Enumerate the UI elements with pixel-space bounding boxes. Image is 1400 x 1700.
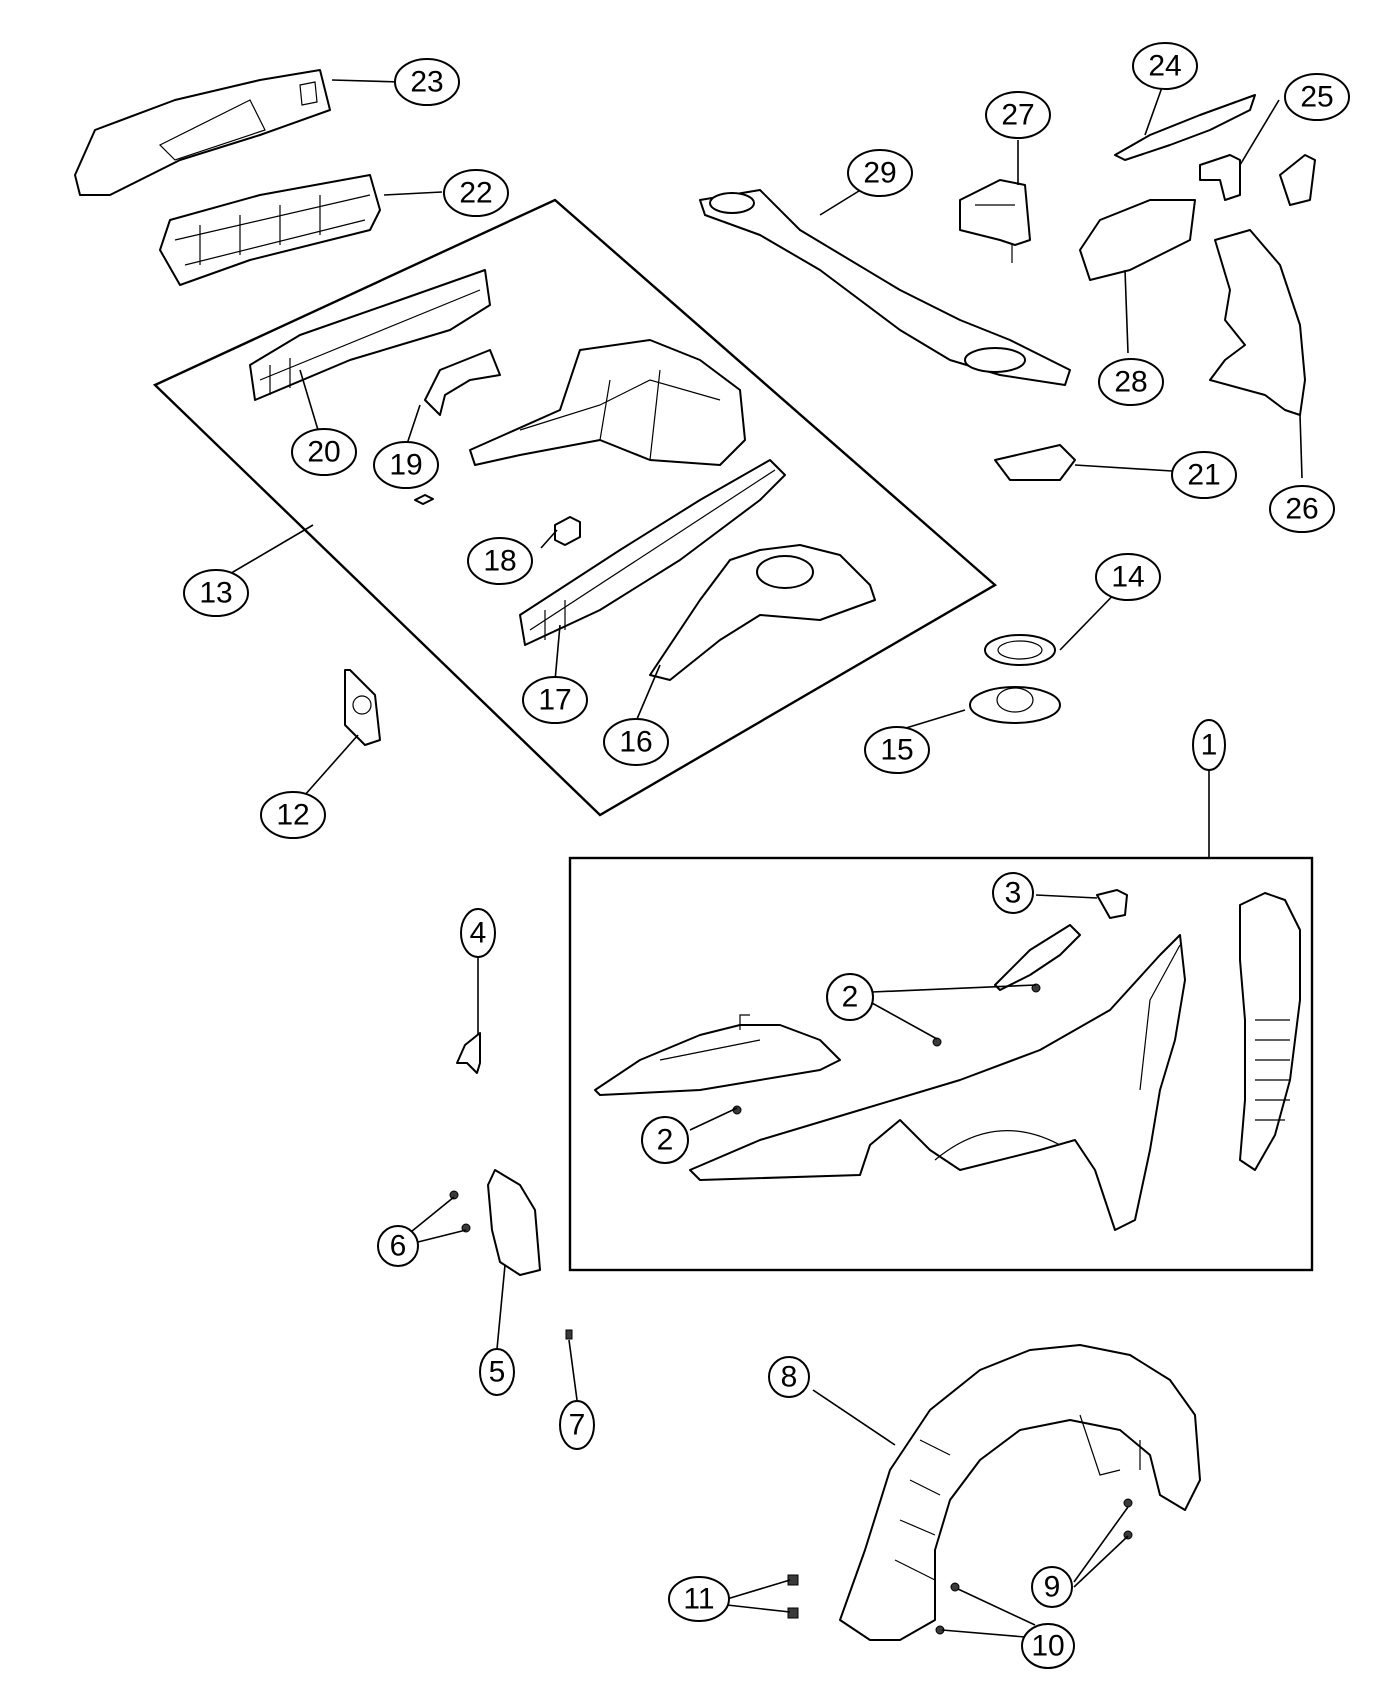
part-28-bracket (1079, 199, 1196, 281)
part-22-rail (159, 174, 381, 286)
callout-23: 23 (394, 58, 460, 106)
part-27-bracket (959, 179, 1031, 263)
callout-29: 29 (847, 149, 913, 197)
callout-6: 6 (377, 1225, 419, 1267)
callout-7: 7 (559, 1400, 595, 1450)
callout-5: 5 (479, 1348, 515, 1396)
svg-text:4: 4 (470, 917, 487, 950)
callout-19: 19 (373, 441, 439, 489)
callout-8: 8 (768, 1356, 810, 1398)
svg-text:19: 19 (389, 449, 422, 482)
part-19-bracket (414, 349, 501, 505)
svg-text:15: 15 (880, 734, 913, 767)
callout-26: 26 (1269, 485, 1335, 533)
svg-text:22: 22 (459, 177, 492, 210)
svg-text:21: 21 (1187, 459, 1220, 492)
svg-text:12: 12 (276, 799, 309, 832)
callout-2b: 2 (641, 1116, 689, 1164)
svg-text:17: 17 (538, 684, 571, 717)
callout-15: 15 (864, 726, 930, 774)
part-7-clip (565, 1329, 573, 1340)
callout-13: 13 (183, 569, 249, 617)
callout-12: 12 (260, 791, 326, 839)
part-4-bracket (456, 1032, 481, 1074)
callout-16: 16 (603, 718, 669, 766)
svg-text:7: 7 (569, 1409, 586, 1442)
part-21-bracket (994, 444, 1076, 481)
part-29-cross-member (699, 189, 1071, 386)
callout-9: 9 (1031, 1566, 1073, 1608)
part-1-cowl-extension (594, 1014, 841, 1096)
callout-4: 4 (460, 908, 496, 958)
svg-text:18: 18 (483, 545, 516, 578)
part-20-rail (249, 269, 491, 401)
svg-text:14: 14 (1111, 561, 1144, 594)
leader-lines (215, 78, 1303, 1638)
svg-text:13: 13 (199, 577, 232, 610)
callout-1: 1 (1192, 719, 1226, 771)
part-12-plate (344, 669, 381, 746)
callout-24: 24 (1132, 42, 1198, 90)
callout-18: 18 (467, 537, 533, 585)
svg-text:9: 9 (1044, 1571, 1061, 1604)
part-26-shield (1209, 229, 1306, 416)
svg-text:26: 26 (1285, 493, 1318, 526)
part-9-screw (1123, 1498, 1133, 1508)
callout-11: 11 (668, 1576, 730, 1622)
part-15-isolator (969, 686, 1061, 724)
svg-text:2: 2 (657, 1124, 674, 1157)
part-18-clip (554, 516, 581, 546)
svg-text:1: 1 (1201, 729, 1218, 762)
callout-21: 21 (1171, 451, 1237, 499)
part-3-clip (1096, 889, 1128, 919)
svg-text:6: 6 (390, 1230, 407, 1263)
svg-text:23: 23 (410, 66, 443, 99)
part-1-fender (689, 934, 1186, 1231)
part-13-frame-rail (469, 339, 746, 466)
svg-text:8: 8 (781, 1361, 798, 1394)
callout-27: 27 (985, 91, 1051, 139)
callout-3: 3 (992, 872, 1034, 914)
svg-text:16: 16 (619, 726, 652, 759)
callout-17: 17 (522, 676, 588, 724)
svg-text:25: 25 (1300, 81, 1333, 114)
part-1-fender-bracket (994, 924, 1081, 991)
callout-2a: 2 (826, 973, 874, 1021)
svg-text:20: 20 (307, 436, 340, 469)
callout-25: 25 (1284, 73, 1350, 121)
part-2-screw (1031, 983, 1041, 993)
svg-text:5: 5 (489, 1356, 506, 1389)
part-8-wheel-liner (839, 1344, 1201, 1641)
svg-text:10: 10 (1031, 1630, 1064, 1663)
part-17-rail (519, 459, 786, 646)
svg-text:27: 27 (1001, 99, 1034, 132)
part-25-bracket (1199, 154, 1316, 206)
part-24-rail (1114, 94, 1256, 161)
group-1-frame (568, 856, 1314, 1272)
callout-22: 22 (443, 169, 509, 217)
svg-text:3: 3 (1005, 877, 1022, 910)
part-1-fender-liner-rear (1239, 892, 1301, 1171)
part-10-screw (950, 1582, 960, 1592)
group-13-frame (152, 198, 998, 817)
part-23-panel (74, 69, 331, 196)
part-2-screw (932, 1037, 942, 1047)
svg-text:2: 2 (842, 981, 859, 1014)
svg-text:24: 24 (1148, 50, 1181, 83)
part-11-clip (787, 1607, 799, 1619)
svg-text:11: 11 (683, 1583, 714, 1616)
callout-14: 14 (1095, 553, 1161, 601)
callout-20: 20 (291, 428, 357, 476)
svg-text:29: 29 (863, 157, 896, 190)
part-6-screw (449, 1190, 459, 1200)
svg-text:28: 28 (1114, 366, 1147, 399)
callout-10: 10 (1021, 1623, 1075, 1669)
part-16-wheelhouse (649, 544, 876, 681)
callout-28: 28 (1098, 358, 1164, 406)
part-14-isolator (984, 634, 1056, 666)
part-5-bracket (487, 1169, 541, 1276)
